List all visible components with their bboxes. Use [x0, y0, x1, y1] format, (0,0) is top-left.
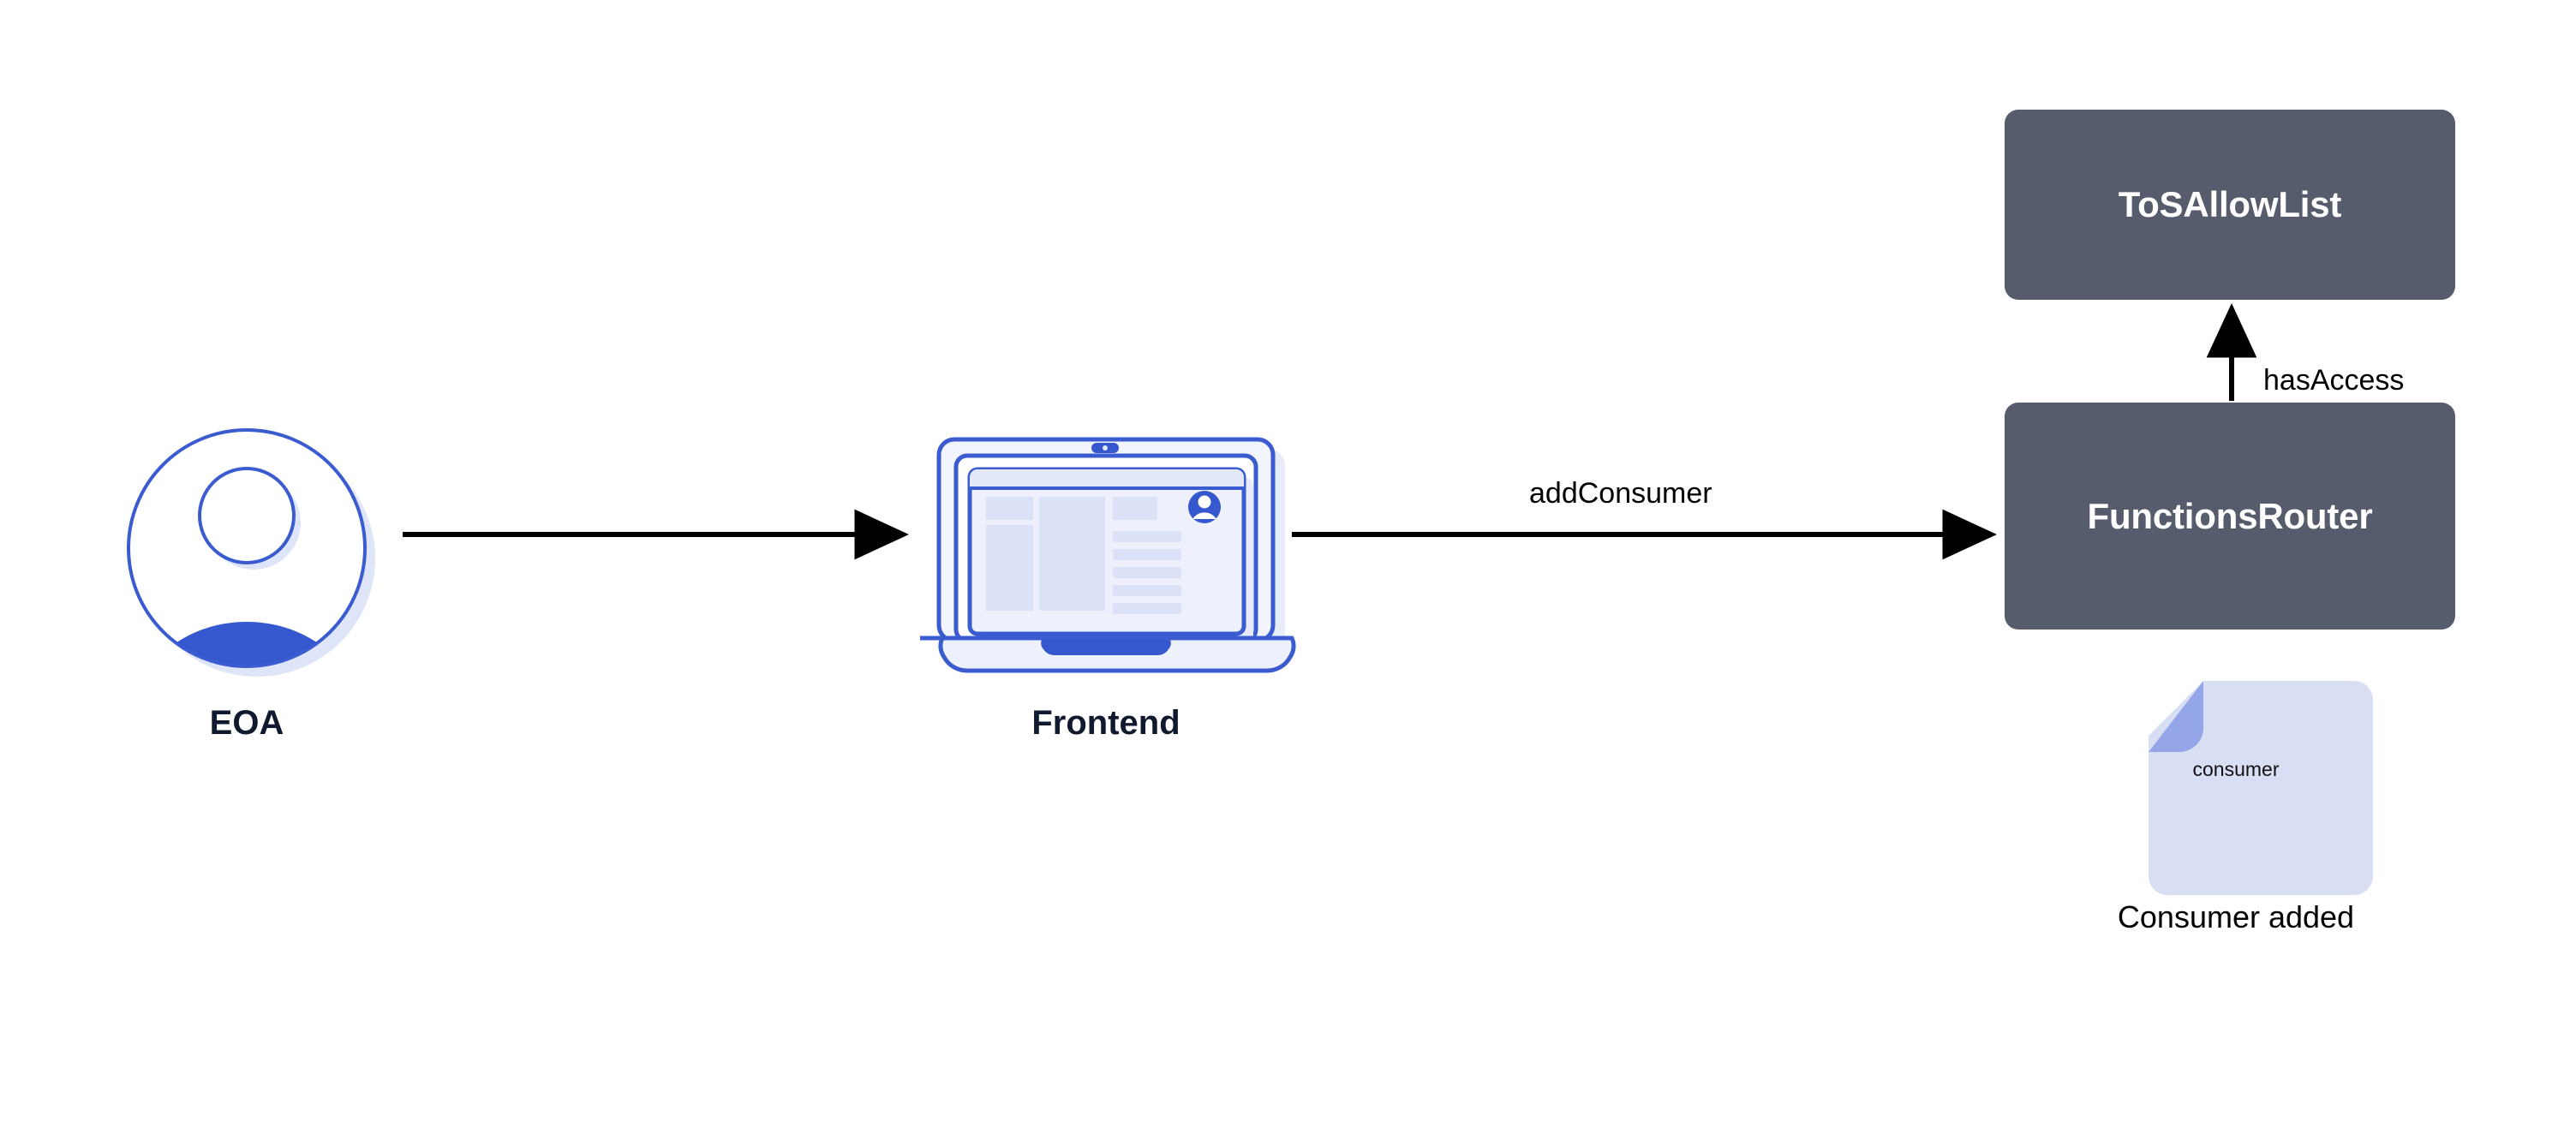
node-eoa-label: EOA	[209, 704, 284, 742]
node-tos-allow-list[interactable]: ToSAllowList	[2005, 110, 2455, 300]
node-frontend-label: Frontend	[1031, 704, 1180, 742]
user-avatar-small-icon	[1188, 491, 1221, 523]
node-consumer-added-label: Consumer added	[2117, 899, 2355, 934]
node-functions-router-label: FunctionsRouter	[2087, 495, 2373, 536]
node-functions-router[interactable]: FunctionsRouter	[2005, 403, 2455, 630]
document-icon-label: consumer	[2192, 758, 2280, 780]
node-tos-allow-list-label: ToSAllowList	[2118, 184, 2342, 224]
edge-label-add-consumer: addConsumer	[1529, 477, 1712, 510]
user-avatar-icon	[127, 428, 375, 677]
document-icon	[2149, 681, 2373, 895]
edge-label-has-access: hasAccess	[2263, 364, 2405, 397]
laptop-icon	[920, 437, 1296, 673]
